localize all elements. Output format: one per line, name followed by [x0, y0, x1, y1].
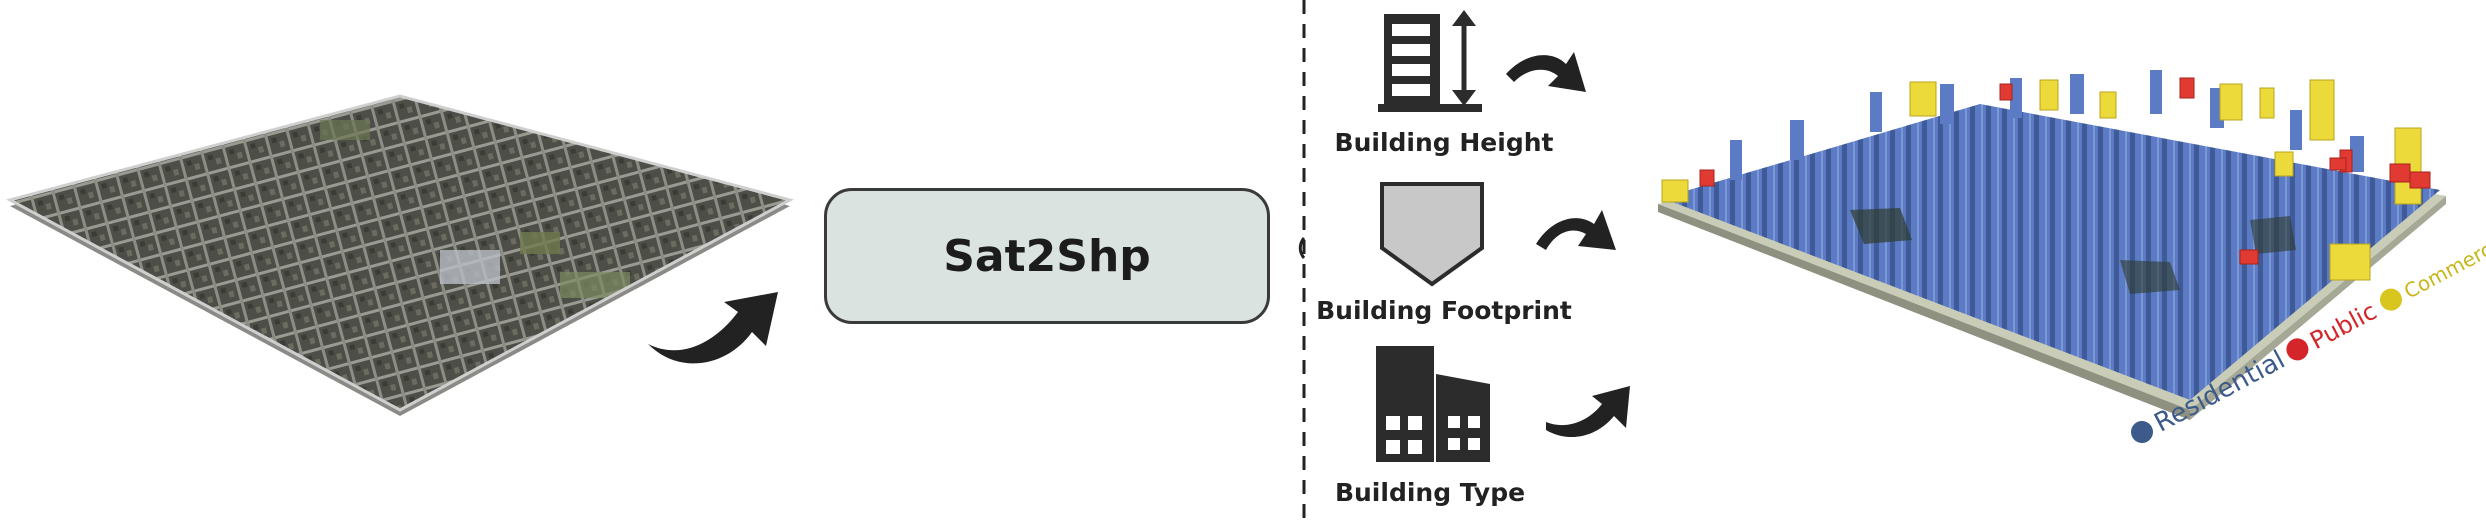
arrow-footprint-to-model-icon — [1536, 210, 1616, 250]
connector-mark — [1298, 237, 1306, 259]
building-height-label: Building Height — [1334, 128, 1554, 157]
building-type-icon — [1376, 346, 1490, 462]
building-height-icon — [1378, 10, 1482, 112]
3d-city-model — [1658, 70, 2446, 420]
dashed-divider — [1302, 0, 1306, 522]
sat2shp-process-box: Sat2Shp — [824, 188, 1270, 324]
curved-arrow-icon — [648, 292, 778, 364]
sat2shp-label: Sat2Shp — [943, 230, 1151, 282]
satellite-image-tile — [5, 94, 795, 416]
arrow-height-to-model-icon — [1506, 52, 1586, 92]
building-footprint-icon — [1380, 182, 1484, 287]
building-footprint-label: Building Footprint — [1316, 296, 1572, 325]
arrow-type-to-model-icon — [1546, 386, 1630, 438]
building-type-label: Building Type — [1334, 478, 1526, 507]
